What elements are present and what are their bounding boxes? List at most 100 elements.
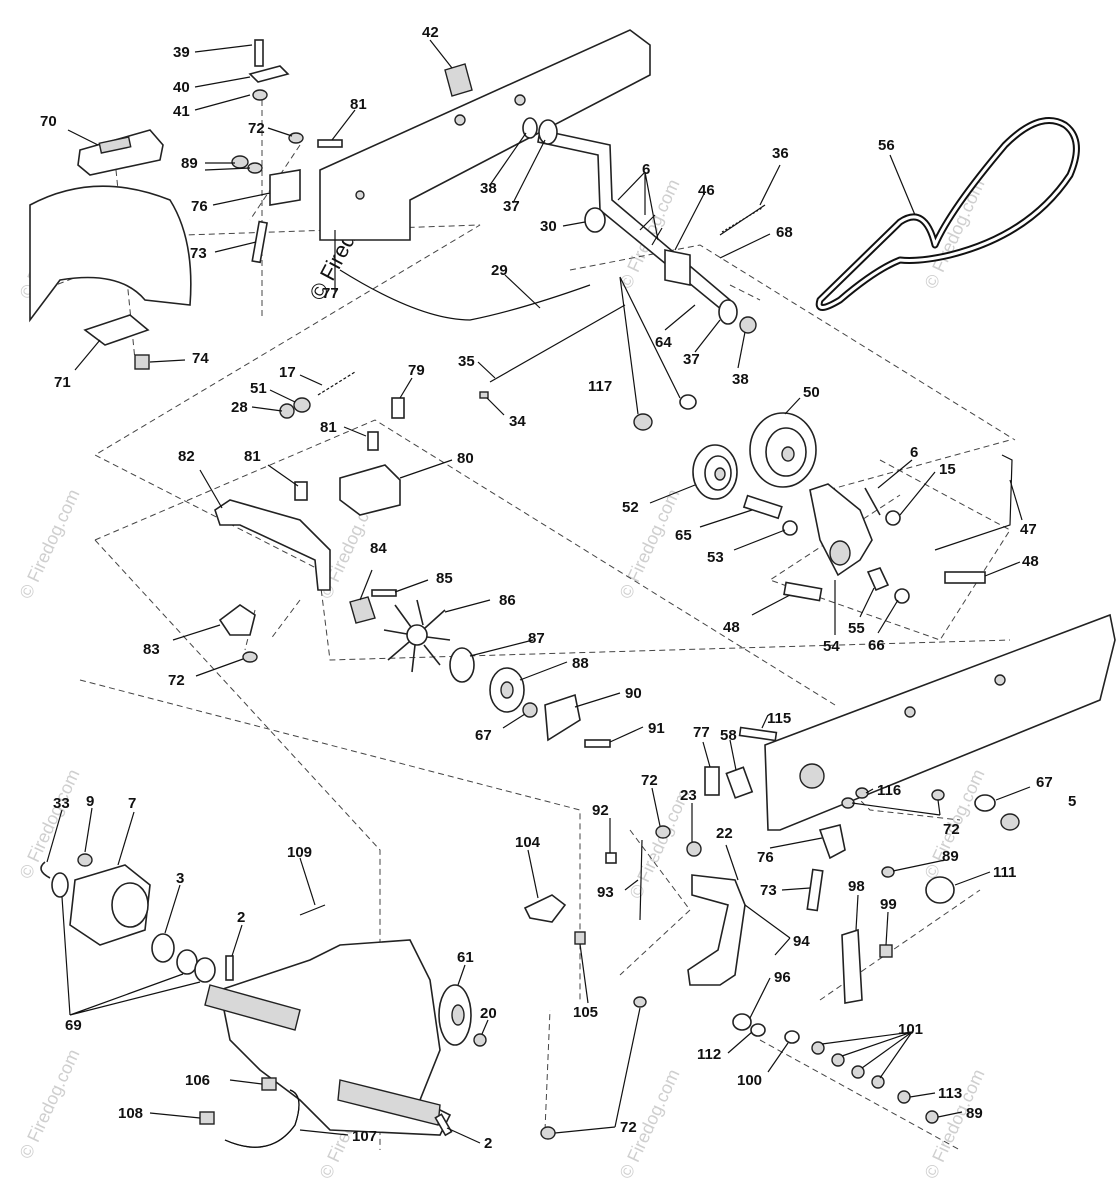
washer-30 bbox=[584, 207, 606, 233]
callout-number: 67 bbox=[475, 727, 492, 744]
bolt-73b bbox=[806, 868, 824, 912]
callout-number: 9 bbox=[86, 793, 94, 810]
bolt-77 bbox=[704, 766, 720, 796]
callout-number: 69 bbox=[65, 1017, 82, 1034]
callout-number: 106 bbox=[185, 1072, 210, 1089]
transaxle-axle-right bbox=[337, 1079, 441, 1126]
callout-number: 111 bbox=[993, 864, 1016, 881]
callout-number: 58 bbox=[720, 727, 737, 744]
callout-number: 98 bbox=[848, 878, 865, 895]
frame-hole bbox=[994, 674, 1006, 686]
rod-47 bbox=[934, 454, 1013, 551]
nut-38b bbox=[739, 316, 757, 334]
callout-number: 48 bbox=[1022, 553, 1039, 570]
callout-number: 86 bbox=[499, 592, 516, 609]
callout-number: 36 bbox=[772, 145, 789, 162]
washer-96 bbox=[732, 1013, 752, 1031]
callout-number: 50 bbox=[803, 384, 820, 401]
callout-number: 76 bbox=[757, 849, 774, 866]
bracket-76b bbox=[818, 824, 846, 860]
callout-number: 72 bbox=[943, 821, 960, 838]
callout-number: 89 bbox=[181, 155, 198, 172]
callout-number: 34 bbox=[509, 413, 526, 430]
bracket-83 bbox=[218, 604, 256, 636]
frame-hole bbox=[355, 190, 365, 200]
plate-98 bbox=[841, 928, 863, 1004]
callout-number: 48 bbox=[723, 619, 740, 636]
bolt-81 bbox=[317, 139, 343, 148]
callout-number: 108 bbox=[118, 1105, 143, 1122]
callout-number: 55 bbox=[848, 620, 865, 637]
bolt-92 bbox=[605, 852, 617, 864]
callout-number: 71 bbox=[54, 374, 71, 391]
frame-hole bbox=[454, 114, 466, 126]
callout-number: 72 bbox=[620, 1119, 637, 1136]
callout-number: 104 bbox=[515, 834, 541, 851]
callout-number: 77 bbox=[322, 285, 339, 302]
callout-number: 113 bbox=[938, 1085, 962, 1102]
callout-number: 91 bbox=[648, 720, 665, 737]
callout-number: 82 bbox=[178, 448, 195, 465]
hub-7-shaft bbox=[111, 882, 149, 928]
clip-33 bbox=[40, 861, 51, 879]
spacer-42 bbox=[444, 63, 473, 97]
bolt-105 bbox=[574, 931, 586, 945]
washer-67b bbox=[974, 794, 996, 812]
callout-number: 89 bbox=[966, 1105, 983, 1122]
transaxle-axle bbox=[204, 984, 301, 1031]
fan-86 bbox=[383, 599, 451, 673]
washer-37 bbox=[538, 119, 558, 145]
washer-67 bbox=[522, 702, 538, 718]
nut-28 bbox=[279, 403, 295, 419]
callout-number: 64 bbox=[655, 334, 672, 351]
hose-107 bbox=[224, 1089, 300, 1148]
fitting-108 bbox=[199, 1111, 215, 1125]
spacer-55 bbox=[866, 567, 890, 592]
frame-hole bbox=[514, 94, 526, 106]
callout-number: 65 bbox=[675, 527, 692, 544]
callout-number: 28 bbox=[231, 399, 248, 416]
callout-number: 90 bbox=[625, 685, 642, 702]
callout-number: 22 bbox=[716, 825, 733, 842]
watermark: © Firedog.com bbox=[15, 766, 83, 882]
bushing-111 bbox=[925, 876, 955, 904]
washer-117 bbox=[679, 394, 697, 410]
washer-112 bbox=[750, 1023, 766, 1037]
callout-number: 2 bbox=[237, 909, 245, 926]
pulley-88-hub bbox=[500, 681, 514, 699]
nut-72d bbox=[931, 789, 945, 801]
nut-101c bbox=[851, 1065, 865, 1079]
callout-number: 3 bbox=[176, 870, 184, 887]
bolt-58 bbox=[725, 766, 754, 799]
callout-number: 73 bbox=[190, 245, 207, 262]
watermark: © Firedog.com bbox=[15, 1046, 83, 1162]
callout-number: 54 bbox=[823, 638, 840, 655]
parts-layer bbox=[29, 29, 1116, 1148]
spring-36 bbox=[719, 204, 766, 236]
rod-29 bbox=[339, 269, 591, 321]
clip-34 bbox=[479, 391, 489, 399]
callout-number: 35 bbox=[458, 353, 475, 370]
callout-number: 56 bbox=[878, 137, 895, 154]
nut-72b bbox=[242, 651, 258, 663]
nut-101a bbox=[811, 1041, 825, 1055]
pulley-50-hub bbox=[781, 446, 795, 462]
callout-number: 107 bbox=[352, 1128, 377, 1145]
bolt-99 bbox=[879, 944, 893, 958]
washer-3 bbox=[151, 933, 175, 963]
callout-number: 6 bbox=[642, 161, 650, 178]
bolt-48 bbox=[783, 581, 823, 602]
callout-number: 7 bbox=[128, 795, 136, 812]
nut-72g bbox=[633, 996, 647, 1008]
plate-71 bbox=[83, 314, 150, 346]
hose-107-inner bbox=[224, 1089, 300, 1148]
callout-number: 61 bbox=[457, 949, 474, 966]
bolt-65 bbox=[742, 494, 783, 520]
nut-117 bbox=[633, 413, 653, 431]
bolt-81c bbox=[294, 481, 308, 501]
callout-number: 81 bbox=[244, 448, 261, 465]
callout-number: 30 bbox=[540, 218, 557, 235]
nut-72e bbox=[655, 825, 671, 839]
washer-89b bbox=[247, 162, 263, 174]
